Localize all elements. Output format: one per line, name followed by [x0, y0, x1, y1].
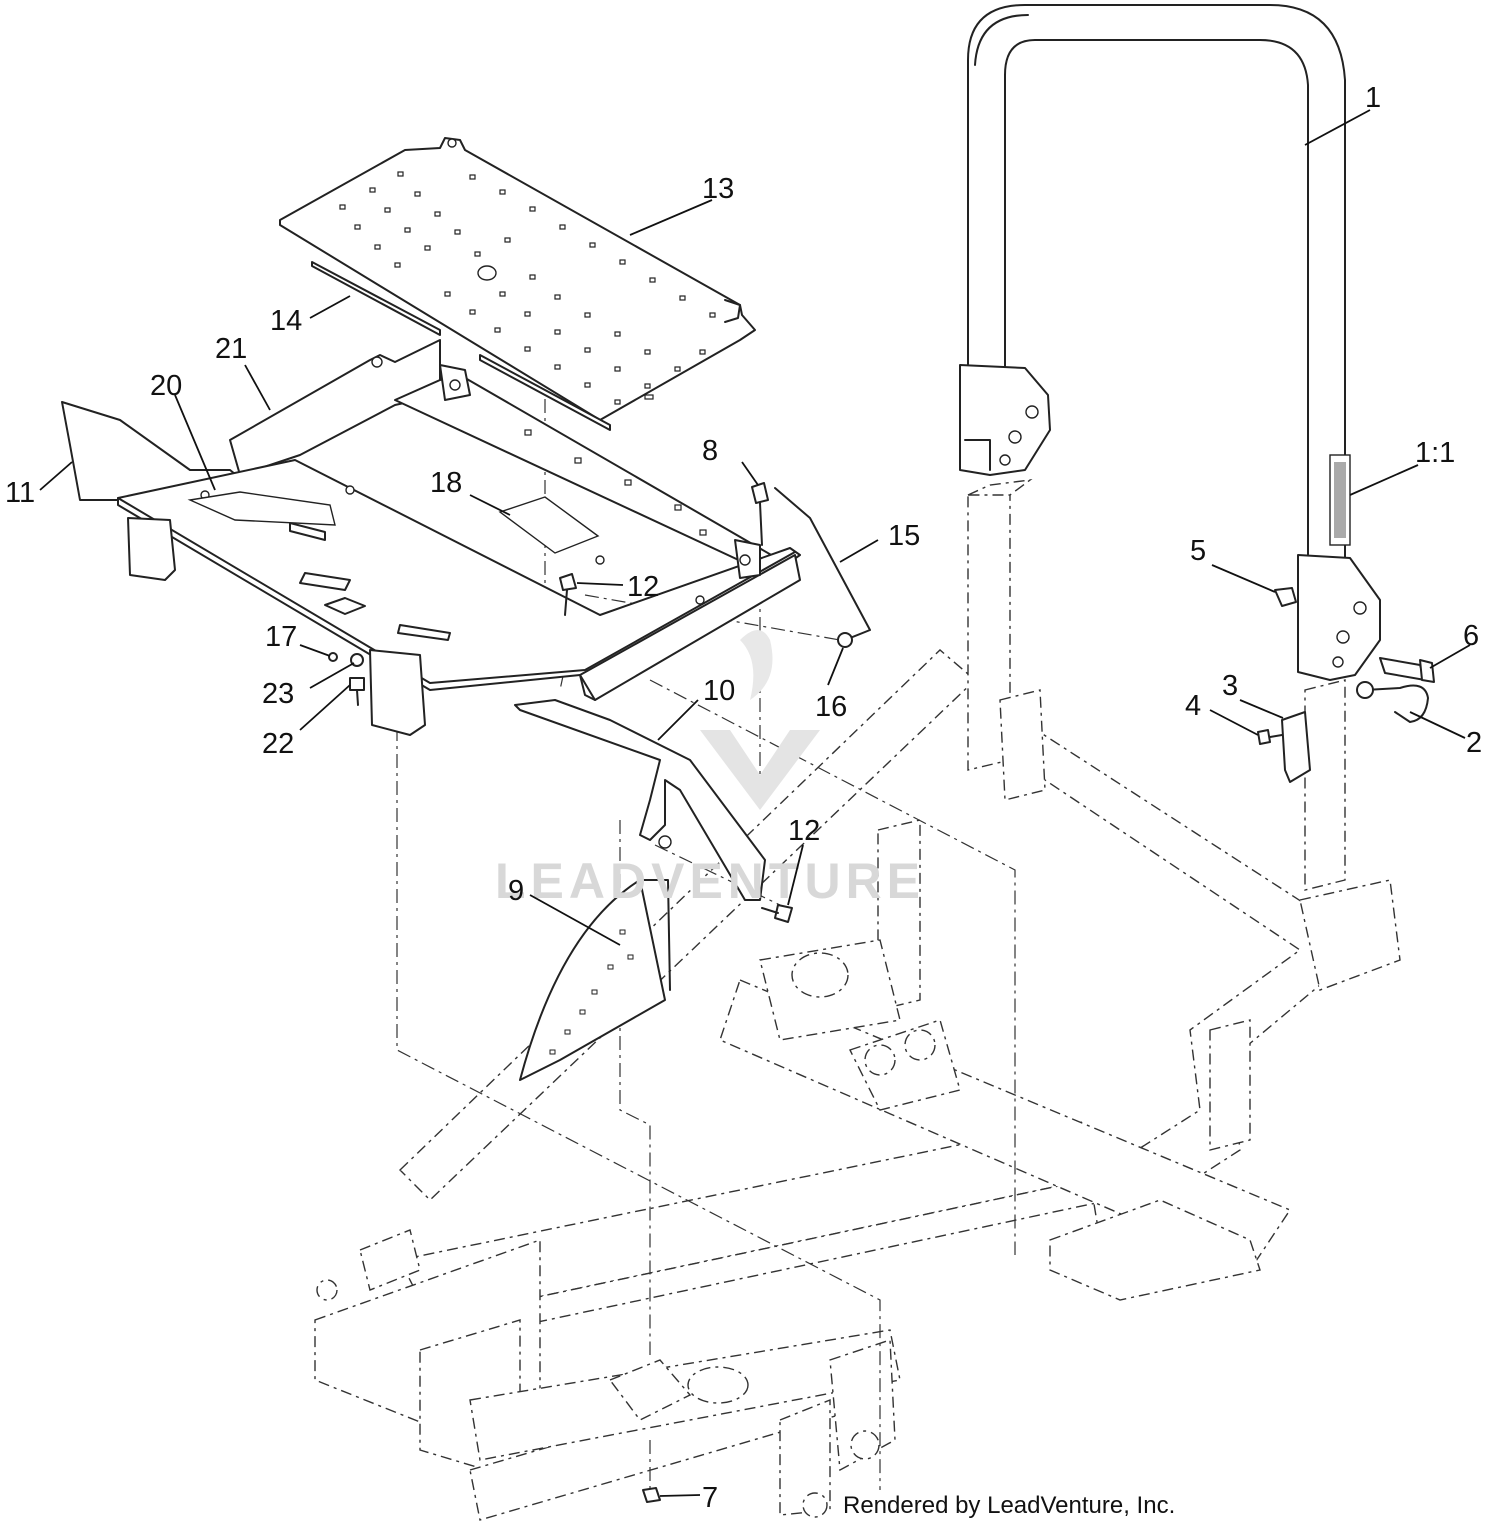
callout-15: 15 — [888, 520, 920, 552]
callout-7: 7 — [702, 1482, 718, 1514]
foam-strip — [311, 261, 611, 431]
callout-22: 22 — [262, 728, 294, 760]
callout-17: 17 — [265, 621, 297, 653]
roll-bar — [959, 4, 1381, 681]
watermark-text: LEADVENTURE — [495, 853, 925, 909]
callout-20: 20 — [150, 370, 182, 402]
callout-14: 14 — [270, 305, 302, 337]
leader-lines — [39, 109, 1471, 1497]
callout-3: 3 — [1222, 670, 1238, 702]
callout-1: 1 — [1365, 82, 1381, 114]
callout-labels: 1 1:1 2 3 4 5 6 7 8 9 10 11 12 12 13 14 … — [5, 82, 1482, 1514]
watermark: LEADVENTURE — [495, 630, 925, 909]
callout-11: 11 — [5, 477, 35, 509]
callout-8: 8 — [702, 435, 718, 467]
callout-6: 6 — [1463, 620, 1479, 652]
bracket — [514, 699, 766, 901]
callout-18: 18 — [430, 467, 462, 499]
angle-decal — [519, 879, 671, 1081]
callout-12-upper: 12 — [627, 571, 659, 603]
callout-1-1: 1:1 — [1415, 437, 1455, 469]
callout-2: 2 — [1466, 727, 1482, 759]
callout-9: 9 — [508, 875, 524, 907]
callout-16: 16 — [815, 691, 847, 723]
callout-5: 5 — [1190, 535, 1206, 567]
seat-pan — [61, 339, 801, 736]
callout-21: 21 — [215, 333, 247, 365]
callout-12-lower: 12 — [788, 815, 820, 847]
seat-plate — [279, 137, 756, 421]
callout-23: 23 — [262, 678, 294, 710]
callout-4: 4 — [1185, 690, 1201, 722]
render-credit: Rendered by LeadVenture, Inc. — [843, 1492, 1175, 1519]
callout-13: 13 — [702, 173, 734, 205]
hardware — [328, 482, 1435, 1503]
callout-10: 10 — [703, 675, 735, 707]
